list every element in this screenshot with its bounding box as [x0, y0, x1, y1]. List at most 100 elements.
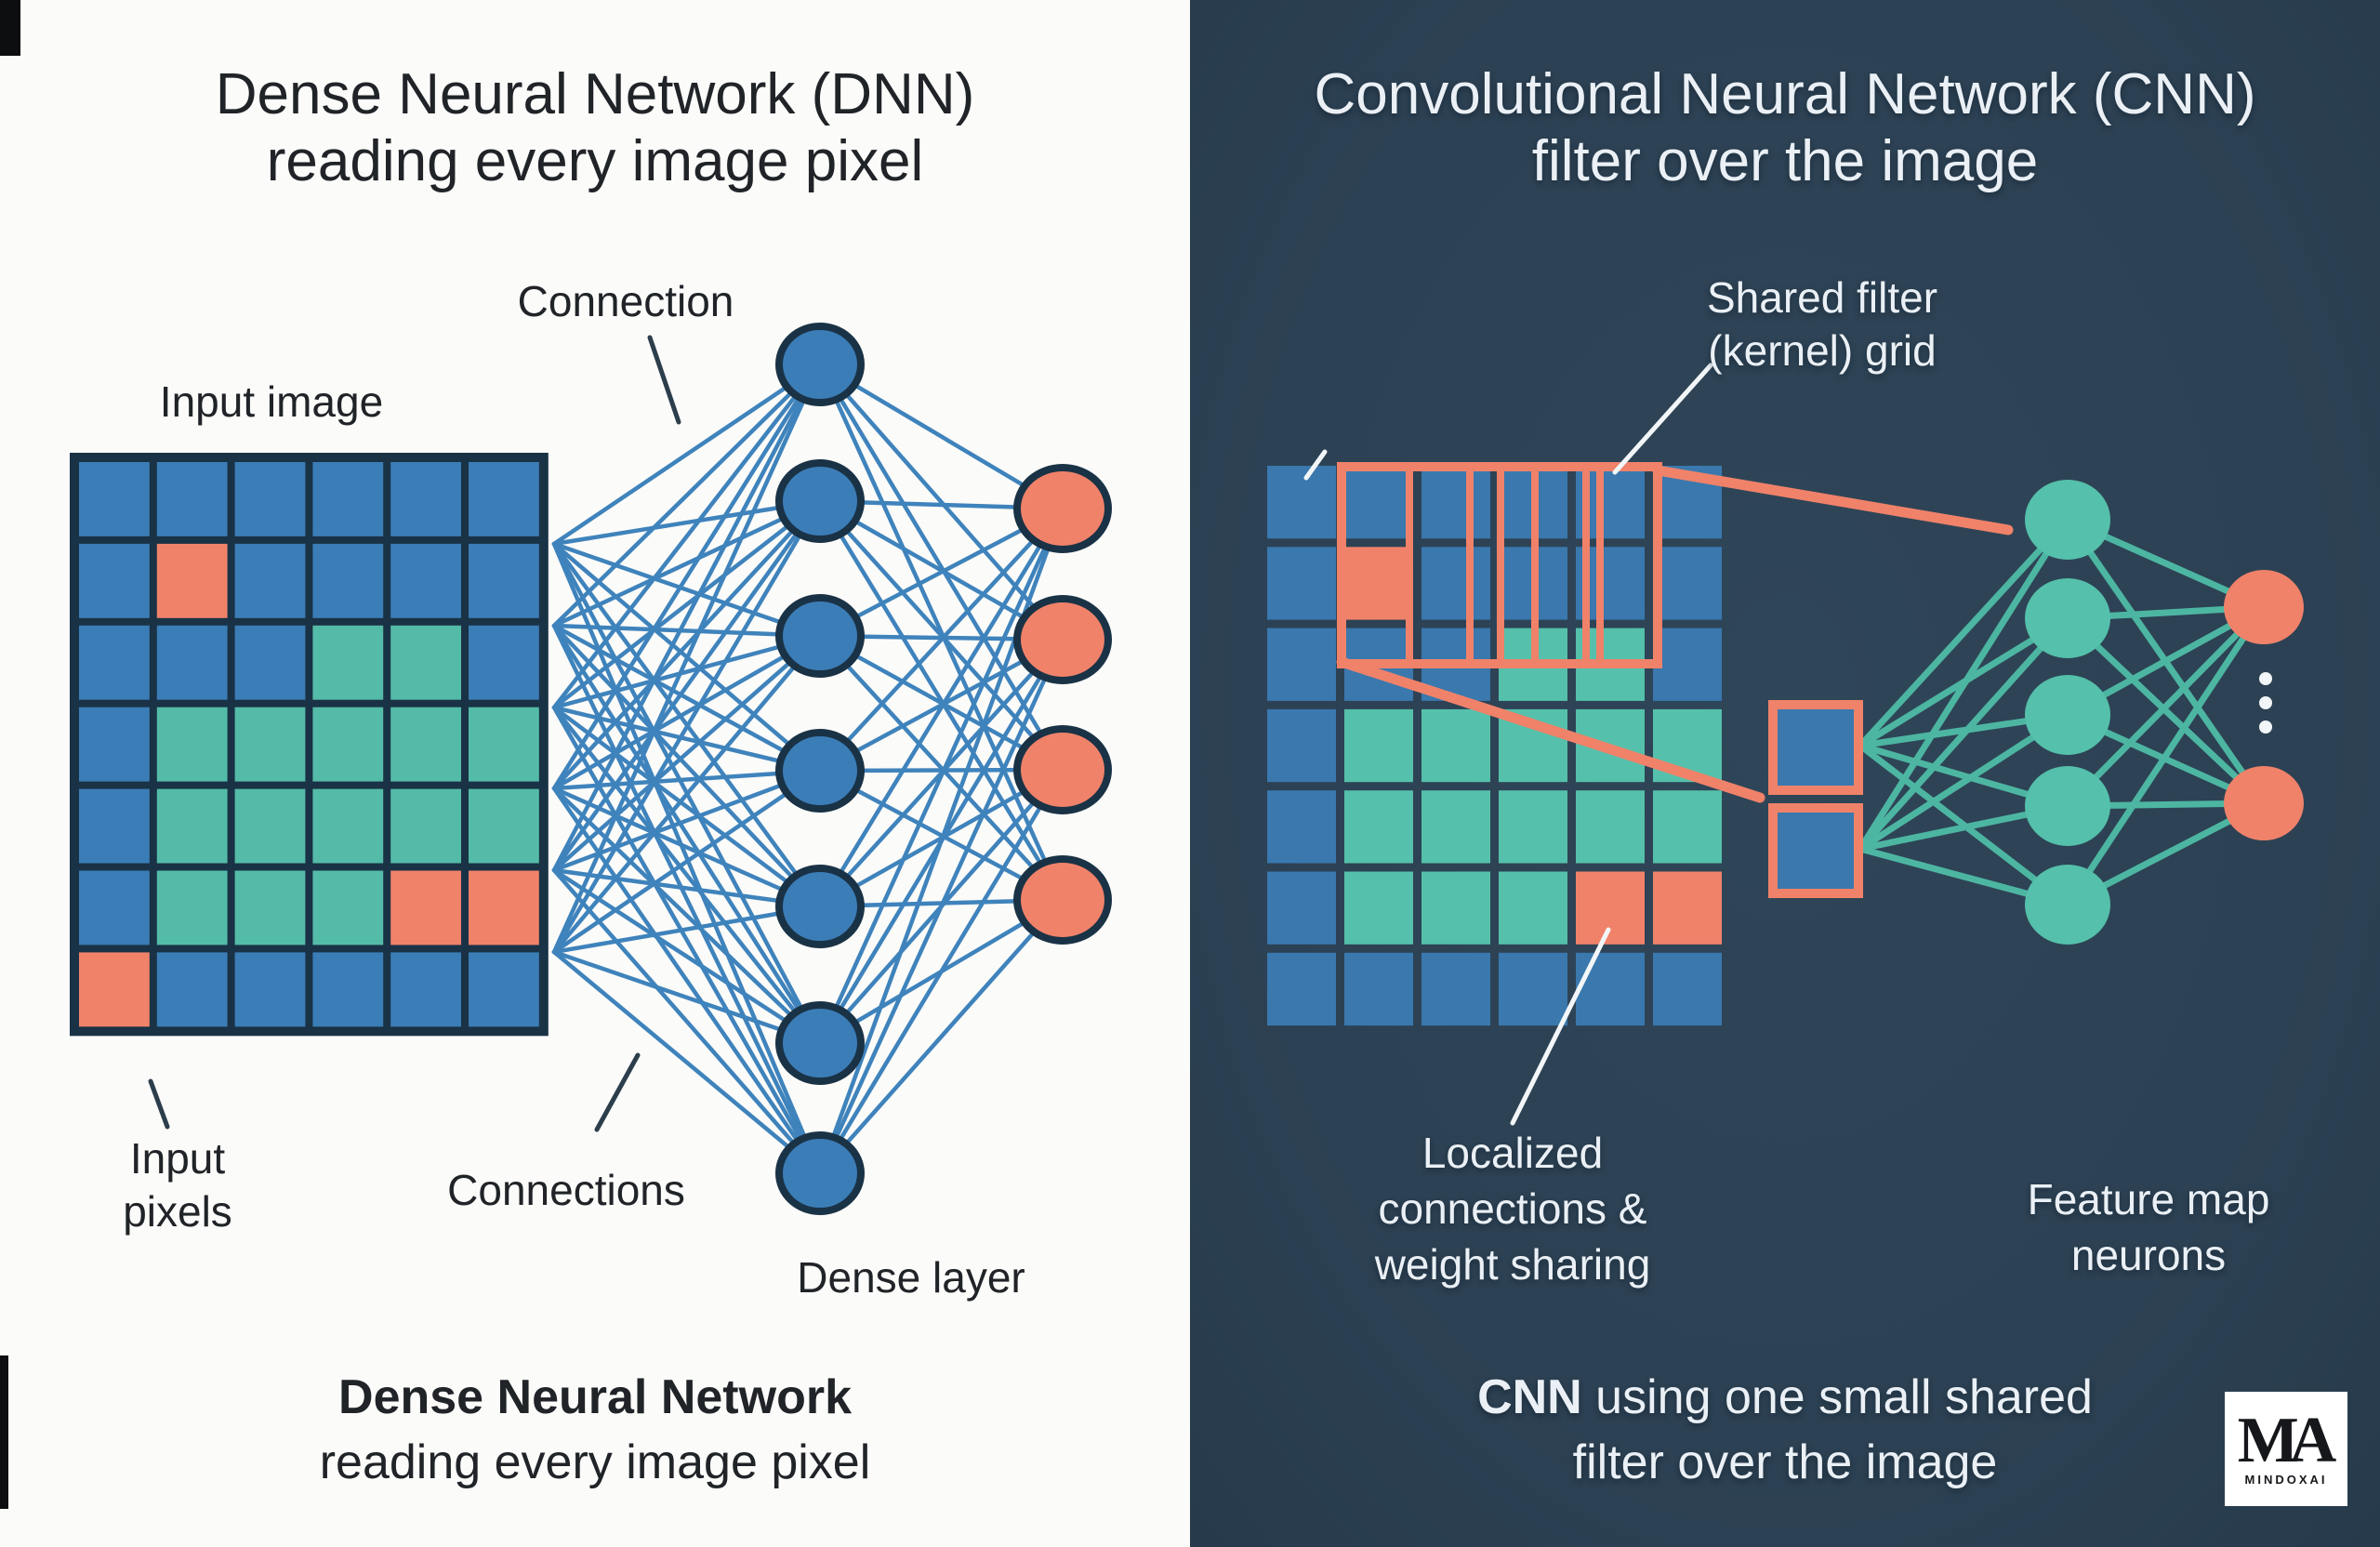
mindoxai-logo: MA MINDOXAI [2225, 1392, 2347, 1506]
label-connections: Connections [447, 1166, 685, 1214]
cnn-title: Convolutional Neural Network (CNN) filte… [1190, 61, 2380, 195]
label-shared-filter-line1: Shared filter [1706, 273, 1938, 322]
pixel-cell [79, 952, 150, 1027]
connection-line [817, 362, 1065, 773]
connection-line [817, 633, 1065, 903]
kernel-projection-line [1652, 465, 2014, 536]
connection-line [551, 362, 823, 873]
pixel-cell [1267, 547, 1336, 620]
connection-line [551, 904, 823, 955]
label-localized-line3: weight sharing [1374, 1240, 1651, 1289]
dnn-caption: Dense Neural Network reading every image… [0, 1365, 1190, 1495]
connection-line [551, 768, 823, 955]
pixel-cell [390, 462, 461, 536]
label-feature-line1: Feature map [2027, 1175, 2270, 1223]
pixel-cell [1344, 790, 1413, 864]
pixel-cell [234, 462, 306, 536]
connection-line [551, 498, 823, 628]
pixel-cell [312, 952, 384, 1027]
connection-line [817, 637, 1065, 1176]
cnn-caption-rest: using one small shared [1581, 1370, 2093, 1424]
local-connection-line [2064, 603, 2268, 810]
connection-line [551, 633, 823, 955]
pixel-cell [1421, 708, 1490, 783]
label-localized-line2: connections & [1378, 1184, 1647, 1233]
connection-line [817, 506, 1065, 909]
pixel-cell [1576, 790, 1645, 864]
pixel-cell [312, 543, 384, 618]
pixel-cell [234, 788, 306, 864]
local-connection-line [1857, 516, 2071, 853]
pixel-cell [79, 462, 150, 536]
pixel-cell [390, 788, 461, 864]
pixel-cell [469, 870, 539, 945]
filter-output-square [1768, 700, 1863, 795]
dense-neuron [775, 1131, 865, 1215]
pixel-cell [156, 625, 228, 700]
pixel-cell [79, 543, 150, 618]
connection-line [551, 633, 823, 791]
pixel-cell [234, 625, 306, 700]
pixel-cell [156, 462, 228, 536]
cnn-diagram [1267, 363, 2304, 1126]
ellipsis-dot [2259, 672, 2272, 685]
cnn-title-line1: Convolutional Neural Network (CNN) [1314, 62, 2256, 126]
annotation-line [1303, 449, 1328, 481]
dnn-caption-line1: Dense Neural Network [338, 1370, 852, 1424]
pixel-cell [312, 707, 384, 782]
annotation-line [594, 1052, 641, 1132]
label-shared-filter-line2: (kernel) grid [1708, 326, 1937, 375]
pixel-cell [469, 625, 539, 700]
label-input-pixels-line2: pixels [123, 1187, 232, 1236]
pixel-cell [1344, 708, 1413, 783]
pixel-cell [1499, 790, 1567, 864]
pixel-cell [1344, 547, 1413, 620]
cnn-caption-bold: CNN [1477, 1370, 1582, 1424]
pixel-cell [1653, 871, 1722, 945]
pixel-cell [469, 707, 539, 782]
connection-line [551, 498, 823, 873]
annotation-line [1612, 363, 1713, 475]
label-input-pixels-line1: Input [129, 1134, 226, 1183]
pixel-cell [234, 707, 306, 782]
pixel-cell [1267, 790, 1336, 864]
pixel-cell [156, 870, 228, 945]
corner-mark-top-left [0, 0, 20, 56]
dense-neuron [775, 459, 865, 543]
pixel-cell [1344, 466, 1413, 539]
dense-neuron [775, 594, 865, 678]
connection-line [551, 949, 823, 1176]
pixel-cell [390, 952, 461, 1027]
pixel-cell [1421, 952, 1490, 1026]
cnn-caption-line1: CNN using one small shared [1190, 1365, 2380, 1430]
pixel-cell [1499, 952, 1567, 1026]
pixel-cell [1267, 628, 1336, 701]
pixel-cell [469, 462, 539, 536]
annotation-line [148, 1078, 170, 1130]
dense-neuron [775, 865, 865, 948]
pixel-cell [390, 625, 461, 700]
logo-monogram: MA [2237, 1404, 2337, 1476]
ellipsis-dot [2259, 721, 2272, 734]
output-neuron [1013, 595, 1112, 684]
label-feature-line2: neurons [2070, 1231, 2227, 1279]
connection-line [551, 633, 823, 873]
pixel-cell [469, 543, 539, 618]
pixel-cell [1267, 952, 1336, 1026]
connection-line [817, 506, 1065, 774]
kernel-overlay [1337, 462, 1662, 668]
pixel-cell [234, 543, 306, 618]
connection-line [551, 362, 823, 547]
pixel-cell [390, 543, 461, 618]
label-localized-connections: Localized connections & weight sharing [1375, 1125, 1651, 1292]
kernel-projection-line [1336, 656, 1765, 803]
output-neuron [1013, 725, 1112, 814]
pixel-cell [312, 625, 384, 700]
pixel-cell [156, 788, 228, 864]
connection-line [817, 767, 1065, 1176]
filter-output-square [1768, 803, 1863, 898]
connection-line [551, 498, 823, 791]
logo-wordmark: MINDOXAI [2244, 1472, 2328, 1487]
cnn-title-line2: filter over the image [1531, 129, 2039, 193]
